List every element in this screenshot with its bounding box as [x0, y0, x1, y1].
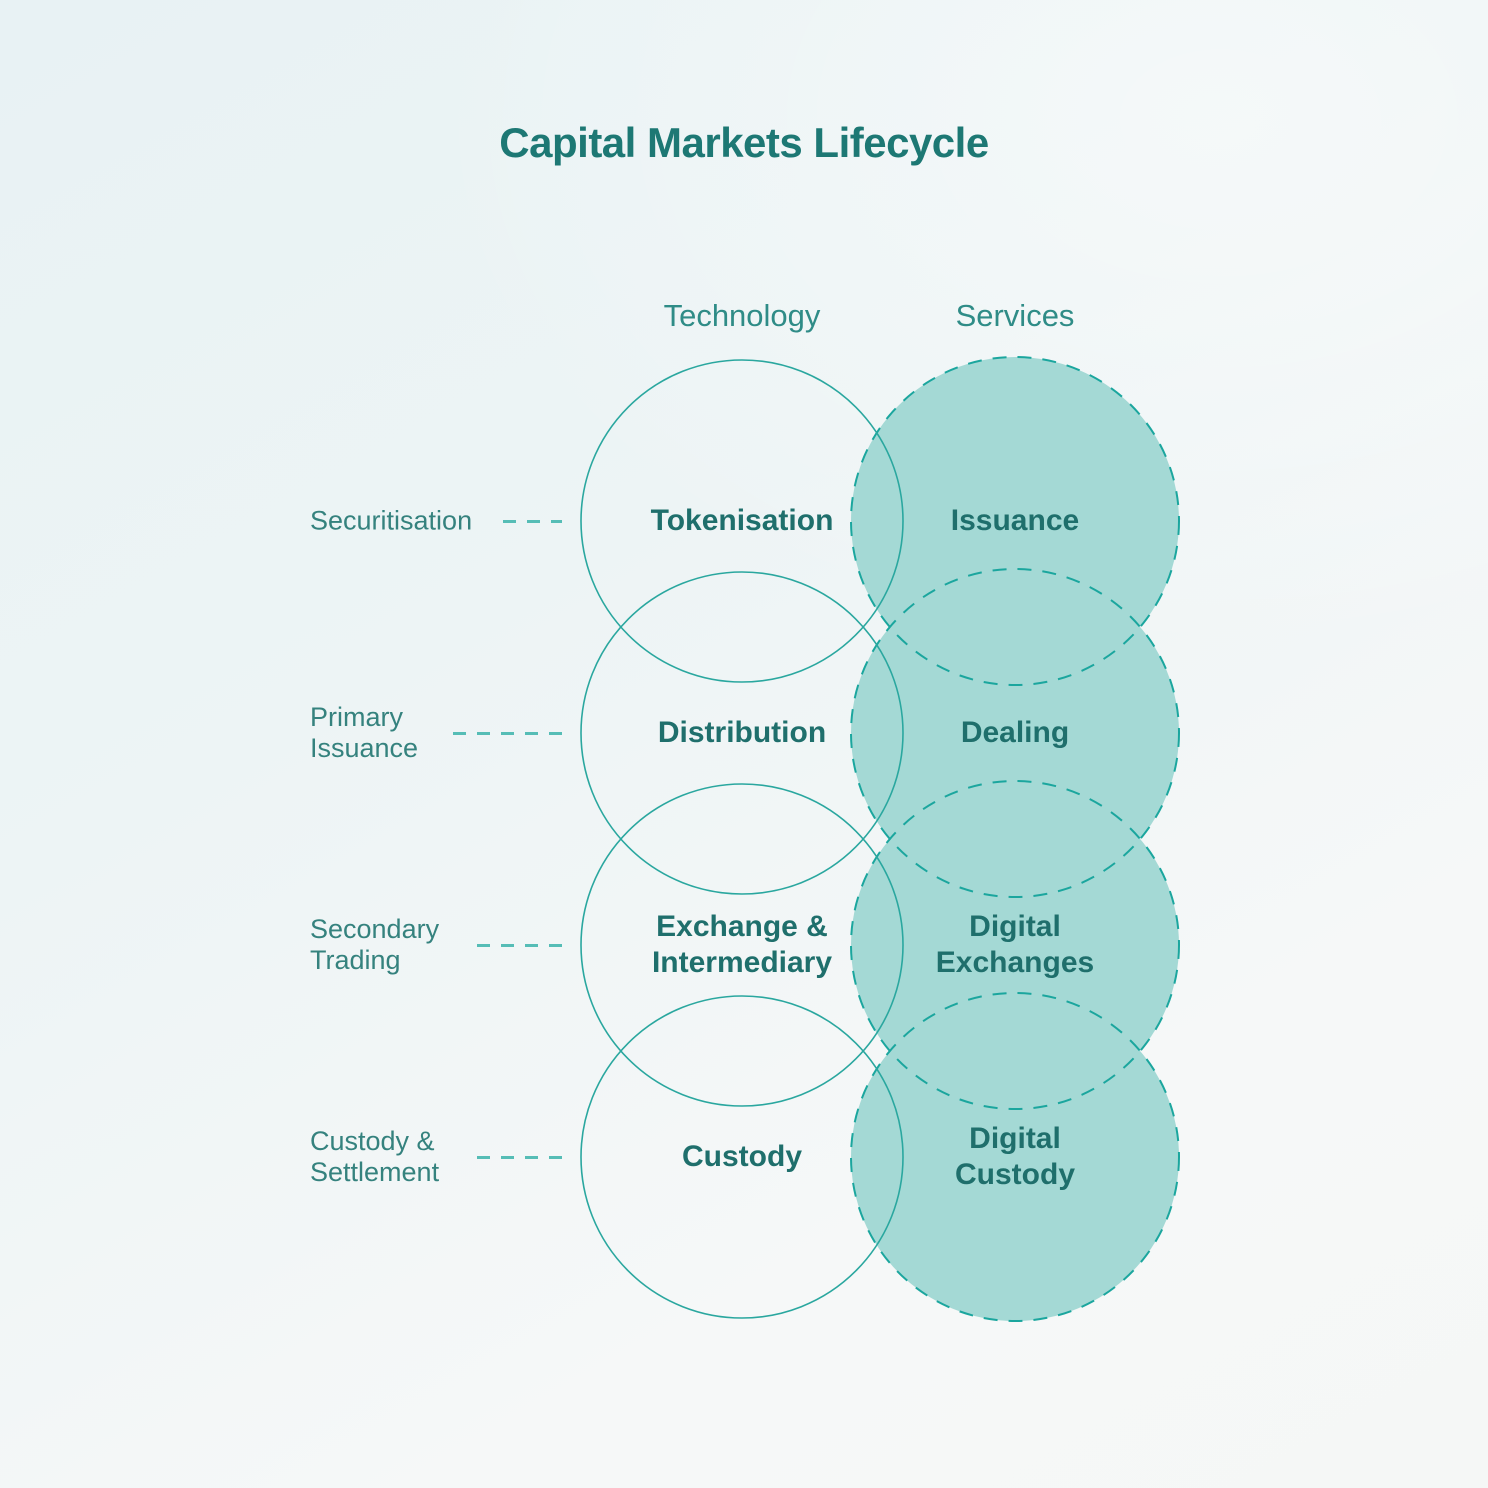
- stage-label-primary-issuance: Primary Issuance: [310, 702, 419, 763]
- stage-connector-line-4: [477, 1156, 563, 1159]
- stage-label-securitisation: Securitisation: [310, 505, 473, 536]
- technology-circle-tokenisation: [580, 359, 904, 683]
- services-label-issuance: Issuance: [950, 504, 1080, 537]
- technology-circle-custody: [580, 995, 904, 1319]
- stage-label-secondary-trading: Secondary Trading: [310, 914, 440, 975]
- services-circle-outline-dealing: [850, 568, 1180, 898]
- technology-circle-exchange-intermediary: [580, 783, 904, 1107]
- technology-label-custody: Custody: [682, 1140, 802, 1173]
- services-circle-fill-digital-custody: [851, 993, 1179, 1321]
- services-circle-outline-digital-custody: [850, 992, 1180, 1322]
- services-label-dealing: Dealing: [960, 716, 1070, 749]
- technology-label-tokenisation: Tokenisation: [650, 504, 834, 537]
- page-title: Capital Markets Lifecycle: [499, 119, 989, 166]
- technology-circle-distribution: [580, 571, 904, 895]
- stage-connector-line-2: [453, 732, 563, 735]
- column-header-technology: Technology: [663, 298, 821, 333]
- stage-connector-line-1: [503, 520, 562, 523]
- column-header-services: Services: [955, 298, 1075, 333]
- services-label-digital-exchanges: Digital Exchanges: [935, 910, 1095, 979]
- technology-label-exchange-intermediary: Exchange & Intermediary: [651, 910, 833, 979]
- stage-connector-line-3: [477, 944, 563, 947]
- technology-label-distribution: Distribution: [657, 716, 827, 749]
- services-label-digital-custody: Digital Custody: [955, 1122, 1075, 1191]
- stage-label-custody-settlement: Custody & Settlement: [310, 1126, 440, 1187]
- services-circle-outline-issuance: [850, 356, 1180, 686]
- services-circle-outline-digital-exchanges: [850, 780, 1180, 1110]
